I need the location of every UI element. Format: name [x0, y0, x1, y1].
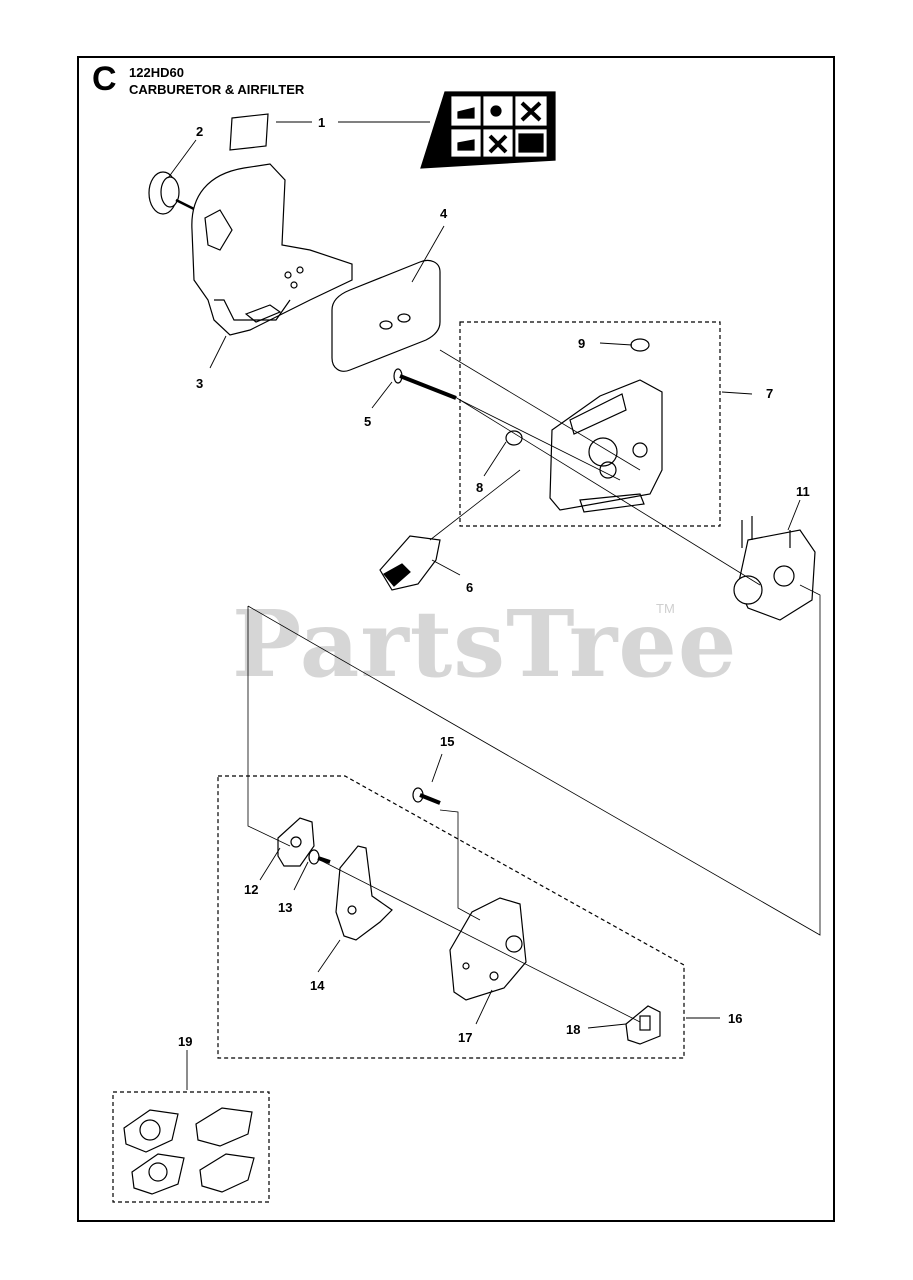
callout-3: 3 [196, 376, 203, 391]
part-1-label [229, 113, 269, 151]
part-17-intake [449, 897, 527, 1001]
section-letter: C [92, 60, 117, 98]
callout-7: 7 [766, 386, 773, 401]
part-12-gasket [277, 817, 315, 867]
watermark-trademark: TM [656, 601, 675, 616]
callout-6: 6 [466, 580, 473, 595]
callout-12: 12 [244, 882, 258, 897]
callout-19: 19 [178, 1034, 192, 1049]
part-5-screw [393, 368, 457, 400]
part-19-diaphragm-kit [123, 1107, 255, 1195]
part-16-group-box [217, 775, 685, 1059]
callout-13: 13 [278, 900, 292, 915]
callout-9: 9 [578, 336, 585, 351]
callout-2: 2 [196, 124, 203, 139]
part-3-filter-cover [191, 163, 353, 336]
callout-1: 1 [318, 115, 325, 130]
callout-5: 5 [364, 414, 371, 429]
callout-17: 17 [458, 1030, 472, 1045]
model-number: 122HD60 [129, 65, 184, 80]
part-7-filter-housing [549, 379, 663, 513]
part-4-filter-element [331, 259, 441, 372]
callout-8: 8 [476, 480, 483, 495]
callout-14: 14 [310, 978, 325, 993]
callout-18: 18 [566, 1022, 580, 1037]
watermark: PartsTree [232, 590, 738, 698]
diagram-frame [77, 56, 835, 1222]
part-13-screw [308, 849, 331, 865]
part-9-washer [630, 338, 650, 352]
callout-16: 16 [728, 1011, 742, 1026]
part-7-group-box [459, 321, 721, 527]
diagram-title: CARBURETOR & AIRFILTER [129, 82, 305, 97]
callout-labels: 1 2 3 4 5 6 7 8 9 11 12 13 14 15 16 17 1… [178, 115, 810, 1049]
callout-11: 11 [796, 484, 810, 499]
part-6-choke-lever [379, 535, 441, 591]
leader-lines [167, 121, 801, 1090]
part-15-screw [412, 787, 441, 805]
part-18-gasket [625, 1005, 661, 1045]
callout-15: 15 [440, 734, 454, 749]
part-11-carburetor [733, 516, 816, 621]
callout-4: 4 [440, 206, 448, 221]
assembly-lines [247, 349, 821, 1023]
part-19-kit-box [112, 1091, 270, 1203]
decal-label-graphic [420, 91, 556, 169]
part-2-knob [148, 171, 199, 215]
part-14-adapter [335, 845, 393, 941]
